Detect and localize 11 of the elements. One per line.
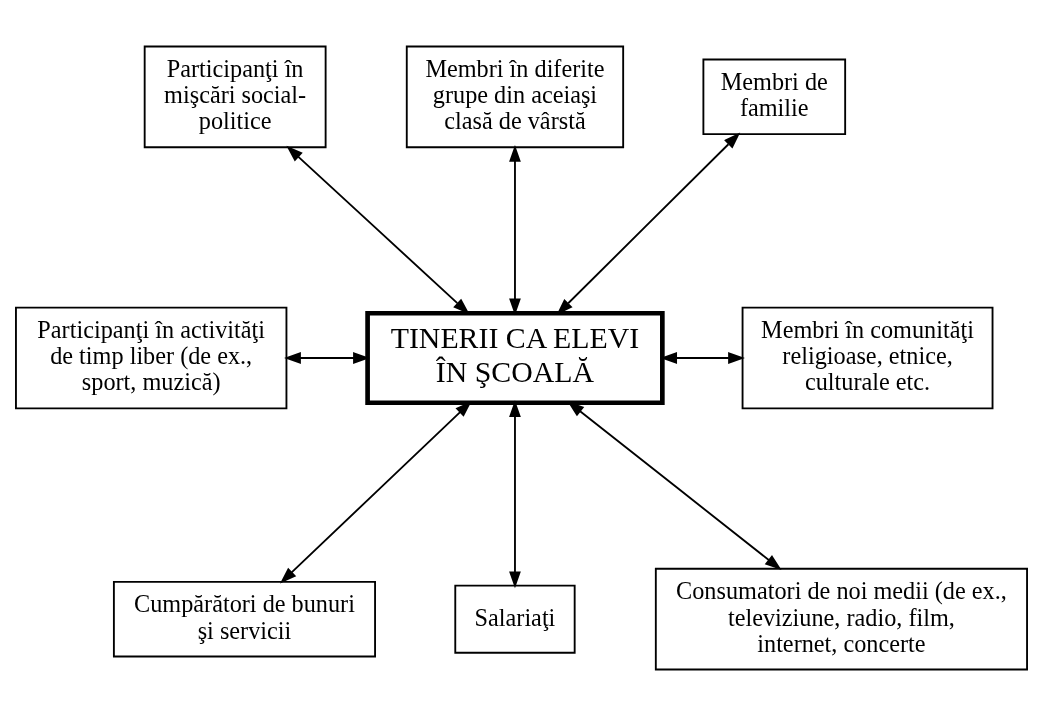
- arrow: [509, 399, 521, 588]
- node-box: TINERII CA ELEVI ÎN ŞCOALĂ: [365, 310, 665, 405]
- node-box: Participanţi în activităţi de timp liber (de ex., sport, muzică): [15, 306, 288, 409]
- arrow: [286, 145, 470, 314]
- node-box: Membri de familie: [702, 58, 847, 135]
- node-box: Membri în diferite grupe din aceiaşi clasă de vârstă: [405, 45, 625, 148]
- node-box: Participanţi în mişcări social-politice: [143, 45, 327, 148]
- node-box: Cumpărători de bunuri şi servicii: [112, 580, 376, 657]
- node-box: Salariaţi: [454, 584, 576, 654]
- node-box: Consumatori de noi medii (de ex., televiziune, radio, film, internet, concerte: [654, 567, 1028, 670]
- node-box: Membri în comunităţi religioase, etnice, culturale etc.: [741, 306, 994, 409]
